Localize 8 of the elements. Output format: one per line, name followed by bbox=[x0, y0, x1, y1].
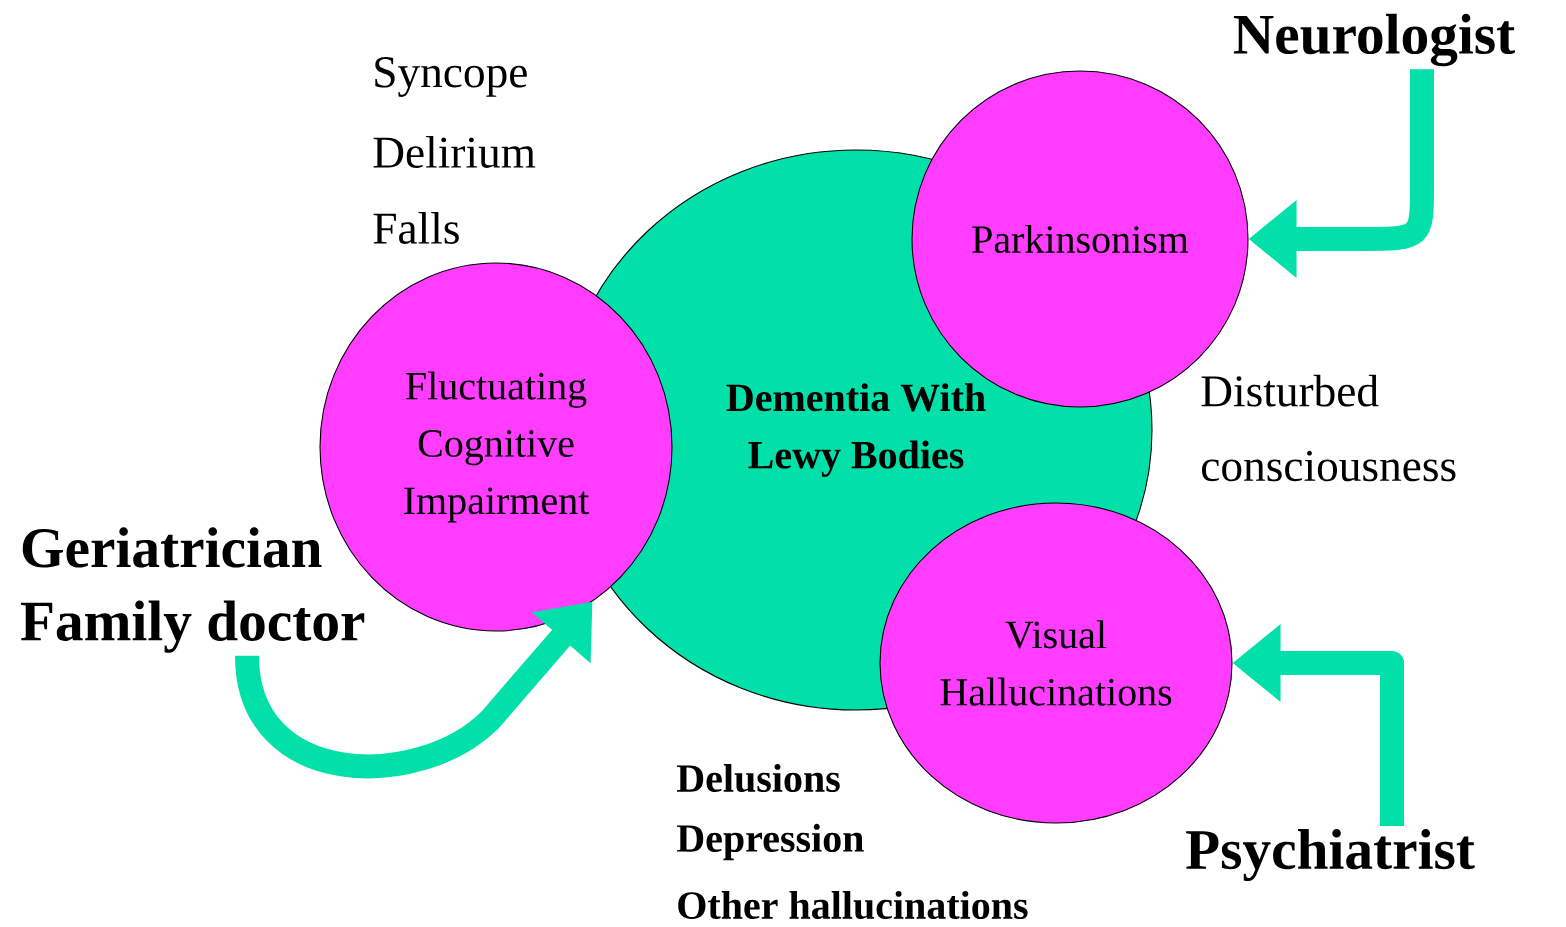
symptom-text: Falls bbox=[373, 212, 459, 244]
symptom-text: Delirium bbox=[373, 136, 536, 168]
symptom-text: Depression bbox=[677, 823, 864, 861]
symptom-text: Syncope bbox=[375, 57, 527, 97]
symptom-text: Delusions bbox=[677, 763, 840, 793]
specialist-label: Neurologist bbox=[1233, 13, 1515, 67]
specialist-label: Psychiatrist bbox=[1186, 828, 1475, 882]
symptom-text: Other hallucinations bbox=[678, 890, 1028, 920]
